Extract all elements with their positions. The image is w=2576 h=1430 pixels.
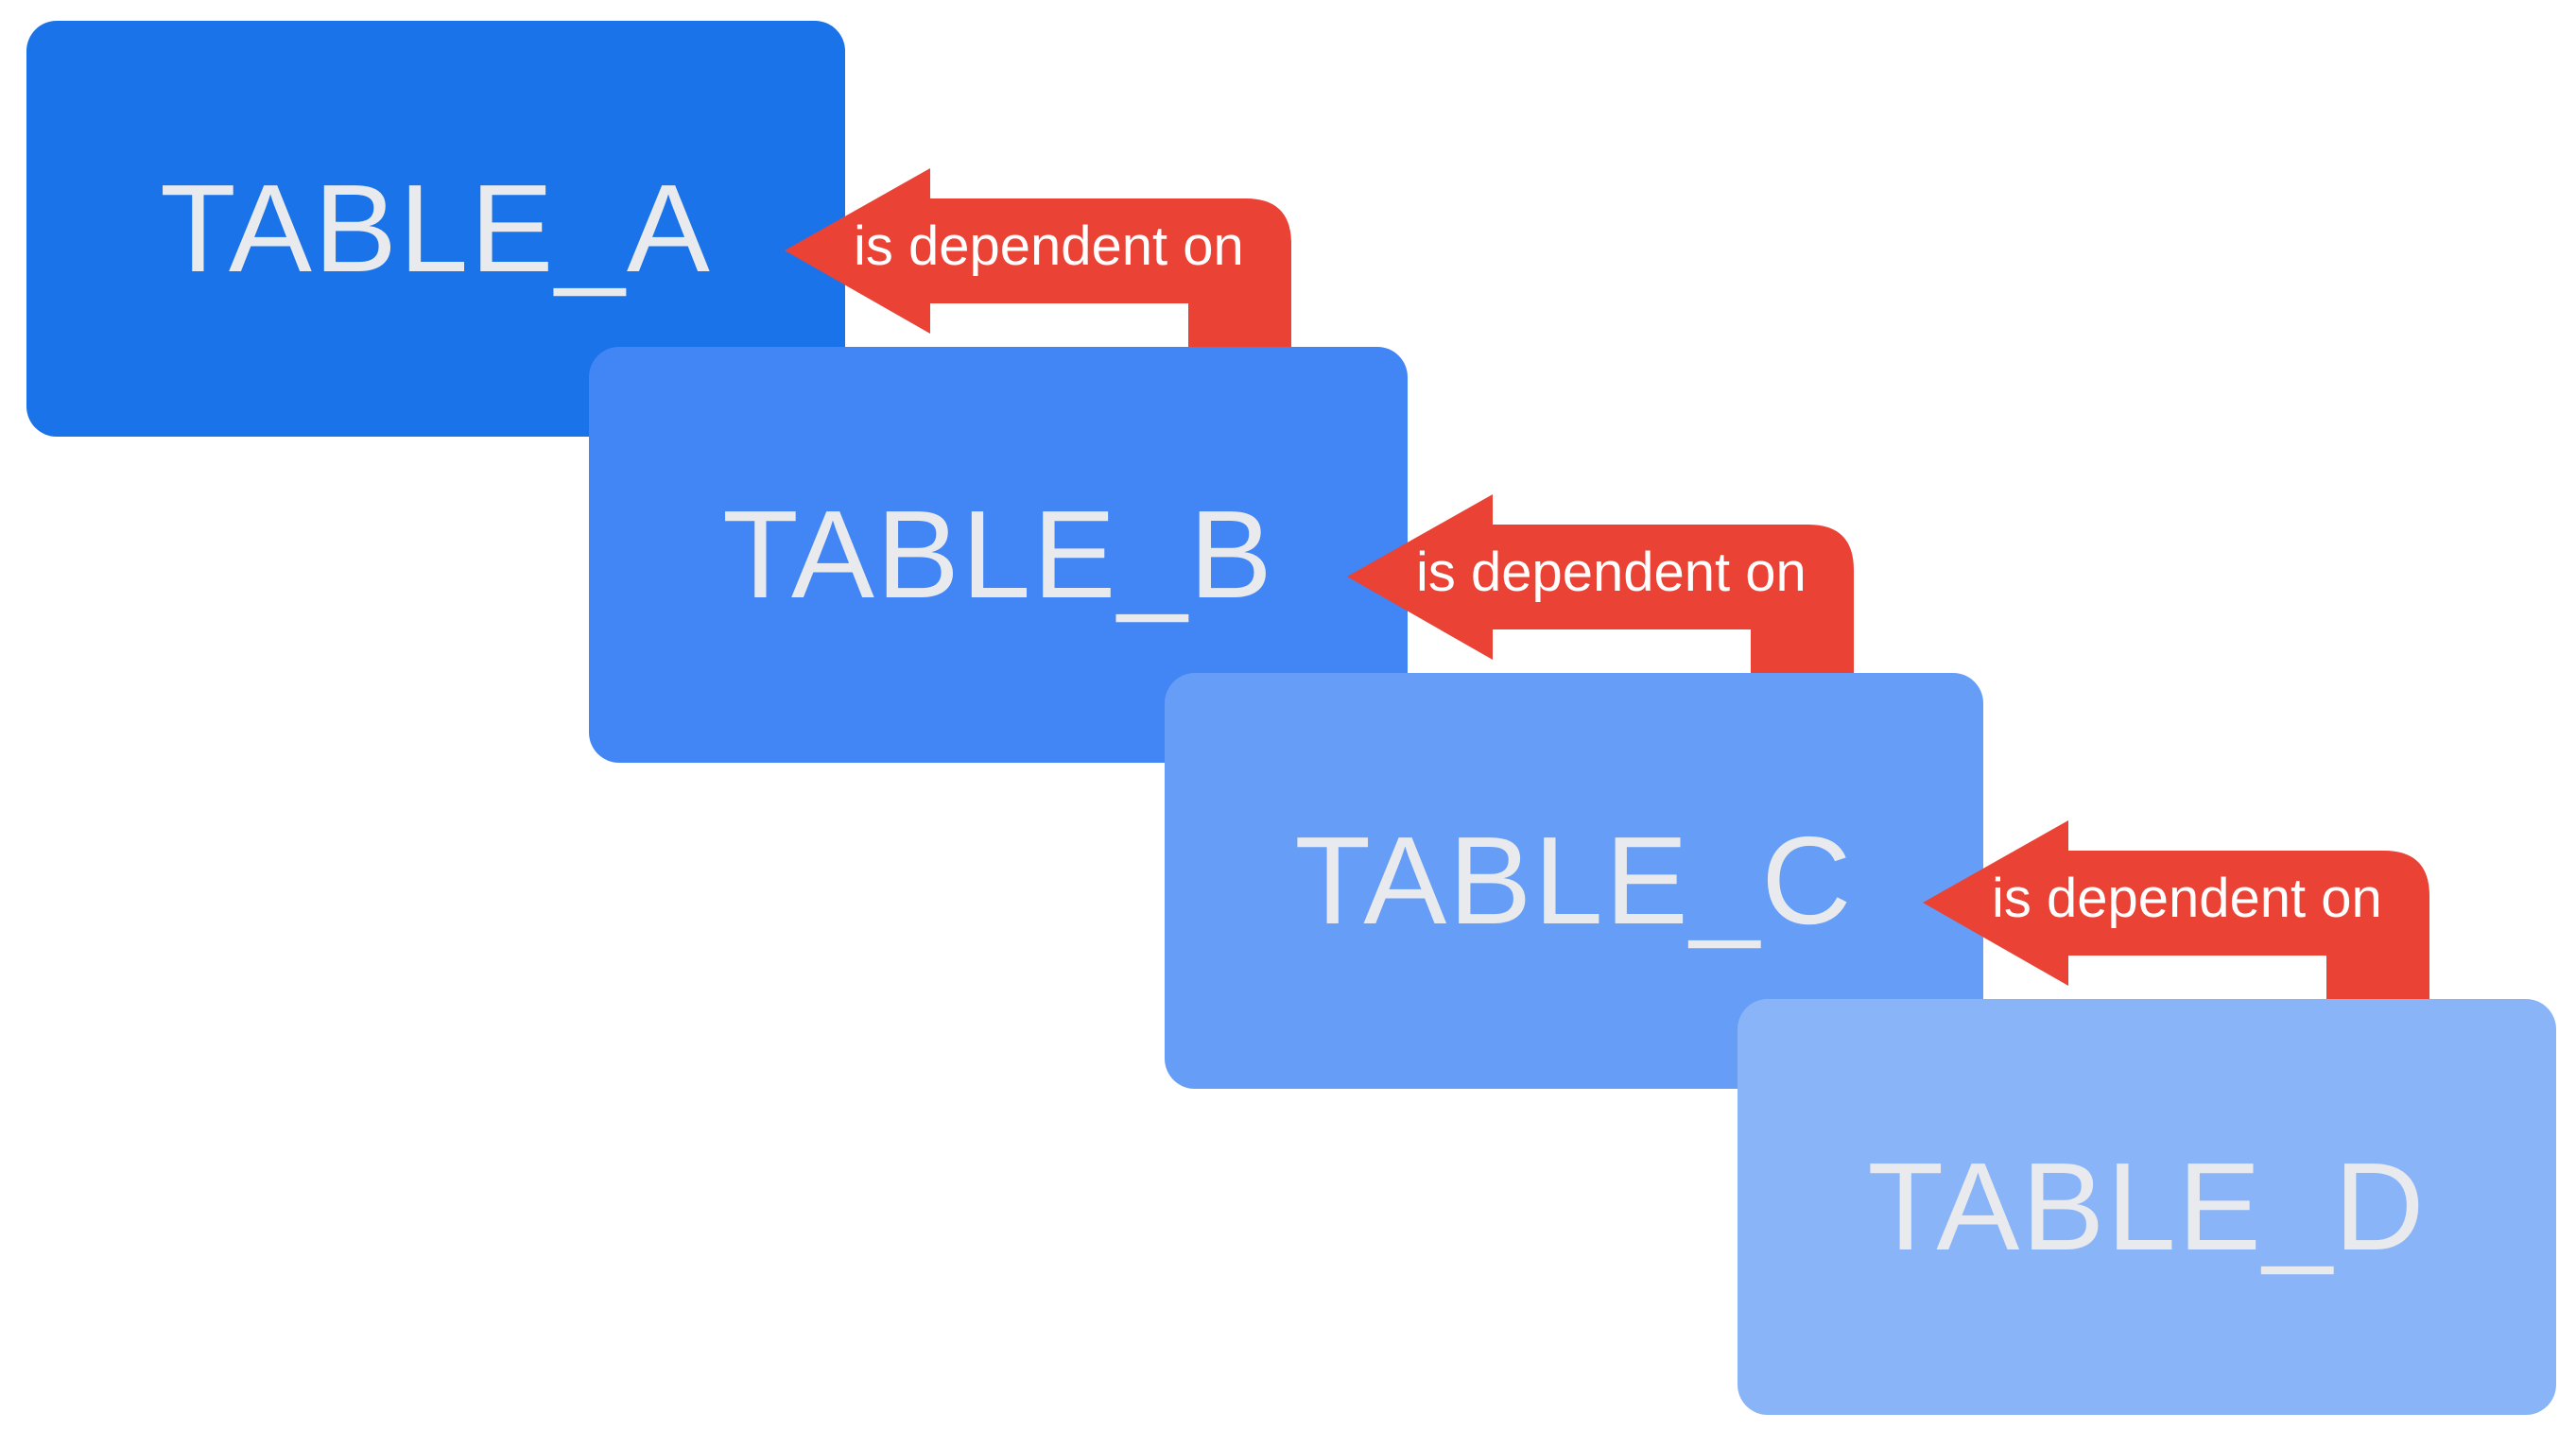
- arrow-shape-icon: [785, 168, 1291, 348]
- table-a-box: TABLE_A: [26, 21, 845, 437]
- arrow-shape-icon: [1347, 494, 1854, 674]
- table-b-label: TABLE_B: [722, 485, 1274, 624]
- arrow-shape-icon: [1923, 820, 2429, 1000]
- table-b-box: TABLE_B: [589, 347, 1408, 763]
- dependency-label-2: is dependent on: [1416, 542, 1807, 603]
- dependency-arrow-d-to-c: is dependent on: [1923, 820, 2433, 1000]
- table-d-box: TABLE_D: [1738, 999, 2556, 1415]
- table-a-label: TABLE_A: [160, 159, 712, 298]
- dependency-label-3: is dependent on: [1992, 868, 2382, 929]
- dependency-arrow-b-to-a: is dependent on: [785, 168, 1295, 348]
- table-d-label: TABLE_D: [1867, 1137, 2427, 1276]
- dependency-label-1: is dependent on: [854, 215, 1244, 277]
- dependency-arrow-c-to-b: is dependent on: [1347, 494, 1858, 674]
- table-c-label: TABLE_C: [1294, 811, 1854, 950]
